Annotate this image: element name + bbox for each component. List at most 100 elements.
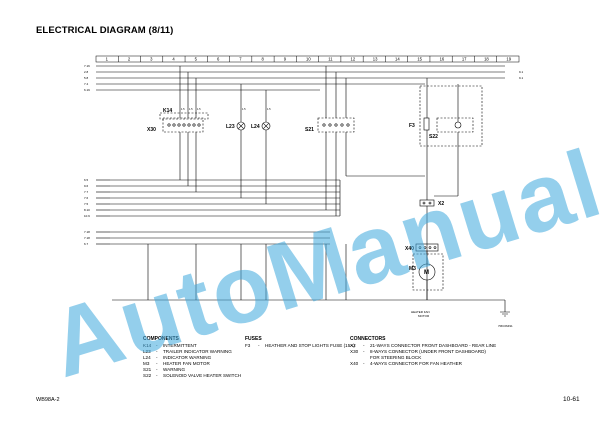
grid-column-number: 3 — [150, 57, 153, 62]
fuse-item: F3-HEATHER AND STOP LIGHTS FUSE (15A) — [245, 343, 355, 349]
separator-dash: - — [363, 343, 365, 348]
grid-ruler — [95, 55, 520, 63]
wire-gauge: 1.5 — [181, 107, 185, 111]
wire-gauge: 1.5 — [242, 107, 246, 111]
wire-reference: 2.8 — [84, 70, 89, 74]
component-description: INTERMITTENT — [163, 343, 197, 348]
l24-lamp — [261, 121, 271, 131]
wire-reference: 9.1 — [519, 76, 524, 80]
wire-reference: 7.6 — [84, 196, 89, 200]
dashboard-outline — [419, 85, 483, 147]
wire-reference: 10.9 — [84, 214, 90, 218]
component-symbols — [159, 85, 510, 317]
k14-relay-box — [159, 112, 209, 120]
connector-description-continued: FOR STEERING BLOCK — [370, 355, 422, 360]
component-code: S22 — [143, 373, 152, 378]
connector-pin — [187, 123, 191, 127]
wire-gauge: 1.5 — [267, 107, 271, 111]
grid-column-number: 18 — [484, 57, 489, 62]
grid-column-number: 6 — [217, 57, 220, 62]
s21-label: S21 — [305, 127, 314, 133]
grid-column-number: 15 — [417, 57, 422, 62]
wiring — [96, 65, 506, 312]
s21-switch — [317, 117, 355, 133]
lamp-cross — [237, 122, 245, 130]
component-item: S21-WARNING — [143, 367, 253, 373]
connector-pin — [197, 123, 201, 127]
motor-caption: HEATER FAN — [411, 310, 430, 314]
switch-contact — [340, 123, 344, 127]
component-code: S21 — [143, 367, 152, 372]
x2-connector — [419, 199, 435, 207]
separator-dash: - — [156, 373, 158, 378]
switch-contact — [334, 123, 338, 127]
wire-reference: 6.5 — [84, 178, 89, 182]
grid-column-number: 9 — [284, 57, 287, 62]
component-item: L23-TRAILER INDICATOR WARNING — [143, 349, 253, 355]
component-description: HEATER FAN MOTOR — [163, 361, 210, 366]
separator-dash: - — [156, 355, 158, 360]
components-heading: COMPONENTS — [143, 336, 179, 342]
ground-symbol — [500, 311, 510, 317]
s22-lamp — [454, 121, 462, 129]
grid-column-number: 4 — [172, 57, 175, 62]
component-description: SOLENOID VALVE HEATER SWITCH — [163, 373, 242, 378]
grid-column-number: 12 — [351, 57, 356, 62]
component-description: TRAILER INDICATOR WARNING — [163, 349, 232, 354]
wire-gauge: 1.5 — [189, 107, 193, 111]
connector-code: X40 — [350, 361, 359, 366]
connector-pin — [172, 123, 176, 127]
x30-label: X30 — [147, 127, 156, 133]
switch-contact — [346, 123, 350, 127]
grid-column-number: 10 — [306, 57, 311, 62]
grid-column-number: 13 — [373, 57, 378, 62]
drawing-code: 7MC06491 — [498, 324, 513, 328]
connector-pin — [428, 246, 432, 249]
connector-pin — [182, 123, 186, 127]
wire-reference: 7.5 — [84, 202, 89, 206]
connector-pin — [192, 123, 196, 127]
connector-item: X30-8-WAYS CONNECTOR (UNDER FRONT DASHBO… — [350, 349, 520, 355]
connector-pin — [433, 246, 437, 249]
s22-label: S22 — [429, 134, 438, 140]
wire-reference: 7.7 — [84, 190, 89, 194]
wire-reference: 7.18 — [84, 236, 90, 240]
grid-column-number: 11 — [328, 57, 333, 62]
separator-dash: - — [363, 361, 365, 366]
grid-column-number: 14 — [395, 57, 400, 62]
wire-gauge: 1.5 — [197, 107, 201, 111]
grid-column-number: 17 — [462, 57, 467, 62]
connector-pin — [177, 123, 181, 127]
component-description: WARNING — [163, 367, 186, 372]
wire-reference: 9.6 — [84, 184, 89, 188]
connectors-heading: CONNECTORS — [350, 336, 386, 342]
wire-reference: 9.1 — [519, 70, 524, 74]
x2-label: X2 — [438, 201, 444, 207]
f3-fuse — [423, 117, 430, 131]
motor-symbol: M — [424, 270, 429, 276]
connector-description: 4-WAYS CONNECTOR FOR FAN HEATHER — [370, 361, 462, 366]
separator-dash: - — [258, 343, 260, 348]
grid-ruler-frame — [95, 55, 520, 63]
connector-pin — [418, 246, 422, 249]
page-title: ELECTRICAL DIAGRAM (8/11) — [36, 25, 174, 36]
separator-dash: - — [363, 349, 365, 354]
component-item: M3-HEATER FAN MOTOR — [143, 361, 253, 367]
switch-contact — [328, 123, 332, 127]
x40-label: X40 — [405, 246, 414, 252]
fuse-code: F3 — [245, 343, 251, 348]
separator-dash: - — [156, 367, 158, 372]
separator-dash: - — [156, 349, 158, 354]
connector-code: X2 — [350, 343, 356, 348]
l23-label: L23 — [226, 124, 235, 130]
grid-column-number: 16 — [440, 57, 445, 62]
component-item: L24-INDICATOR WARNING — [143, 355, 253, 361]
grid-column-number: 1 — [106, 57, 109, 62]
separator-dash: - — [156, 343, 158, 348]
grid-column-number: 19 — [506, 57, 511, 62]
grid-column-number: 2 — [128, 57, 131, 62]
motor-caption: MOTOR — [418, 314, 430, 318]
